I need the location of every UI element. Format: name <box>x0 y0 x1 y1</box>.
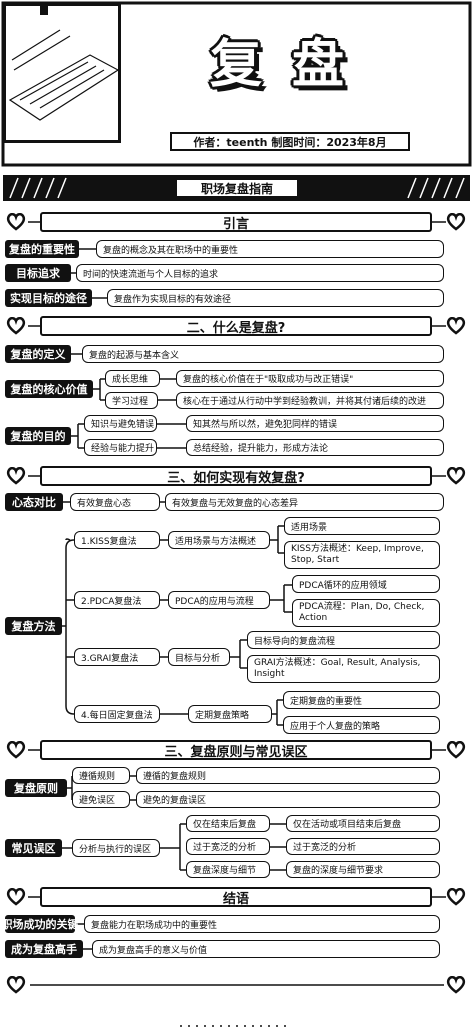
author-line: 作者：teenth 制图时间：2023年8月 <box>170 132 410 151</box>
conclusion-master-text: 成为复盘高手的意义与价值 <box>92 940 440 958</box>
principle-key: 遵循规则 <box>72 767 130 784</box>
principles-label: 复盘原则 <box>5 779 67 797</box>
core-item-key: 成长思维 <box>105 370 160 387</box>
core-item-key: 学习过程 <box>105 392 158 409</box>
conclusion-key-text: 复盘能力在职场成功中的重要性 <box>84 915 440 933</box>
mindset-label: 心态对比 <box>5 493 63 511</box>
section-conclusion: 结语 <box>40 887 432 907</box>
mistake-key: 仅在结束后复盘 <box>186 815 270 832</box>
principle-value: 遵循的复盘规则 <box>136 767 440 784</box>
core-item-value: 复盘的核心价值在于"吸取成功与改正错误" <box>176 370 444 387</box>
mistake-value: 复盘的深度与细节要求 <box>286 861 440 878</box>
definition-label: 复盘的定义 <box>5 345 71 363</box>
mistakes-label: 常见误区 <box>5 839 62 857</box>
method-name: 2.PDCA复盘法 <box>74 591 160 609</box>
conclusion-key-label: 职场成功的关键 <box>2 915 79 933</box>
core-value-label: 复盘的核心价值 <box>5 380 93 398</box>
heart-icon <box>6 467 26 485</box>
method-name: 1.KISS复盘法 <box>74 531 160 549</box>
heart-icon <box>6 213 26 231</box>
mistakes-text: 分析与执行的误区 <box>72 839 160 857</box>
method-mid: 适用场景与方法概述 <box>168 531 270 549</box>
definition-text: 复盘的起源与基本含义 <box>82 345 444 363</box>
method-leaf: 应用于个人复盘的策略 <box>283 716 440 734</box>
intro-importance-label: 复盘的重要性 <box>5 240 79 258</box>
method-mid: 目标与分析 <box>168 648 230 666</box>
heart-icon <box>6 888 26 906</box>
heart-icon <box>6 741 26 759</box>
intro-path-label: 实现目标的途径 <box>5 289 92 307</box>
heart-icon <box>6 976 26 994</box>
heart-icon <box>446 467 466 485</box>
conclusion-master-label: 成为复盘高手 <box>5 940 83 958</box>
section-what: 二、什么是复盘? <box>40 316 432 336</box>
method-mid: PDCA的应用与流程 <box>168 591 270 609</box>
method-name: 3.GRAI复盘法 <box>74 648 160 666</box>
methods-label: 复盘方法 <box>5 617 62 635</box>
intro-goal-label: 目标追求 <box>5 264 71 282</box>
purpose-item-key: 经验与能力提升 <box>84 439 157 456</box>
page-title: 复 盘 <box>209 35 351 95</box>
heart-icon <box>446 741 466 759</box>
method-name: 4.每日固定复盘法 <box>74 705 160 723</box>
section-principles: 三、复盘原则与常见误区 <box>40 740 432 760</box>
method-mid: 定期复盘策略 <box>188 705 272 723</box>
core-item-value: 核心在于通过从行动中学到经验教训，并将其付诸后续的改进 <box>176 392 444 409</box>
mistake-key: 过于宽泛的分析 <box>186 838 270 855</box>
intro-goal-text: 时间的快速流逝与个人目标的追求 <box>76 264 444 282</box>
principle-value: 避免的复盘误区 <box>136 791 440 808</box>
mindset-text: 有效复盘心态 <box>70 493 160 511</box>
principle-key: 避免误区 <box>72 791 130 808</box>
heart-icon <box>446 976 466 994</box>
intro-path-text: 复盘作为实现目标的有效途径 <box>107 289 444 307</box>
section-how: 三、如何实现有效复盘? <box>40 466 432 486</box>
mindset-detail: 有效复盘与无效复盘的心态差异 <box>165 493 444 511</box>
method-leaf: KISS方法概述：Keep, Improve, Stop, Start <box>284 541 440 569</box>
mistake-value: 仅在活动或项目结束后复盘 <box>286 815 440 832</box>
method-leaf: 适用场景 <box>284 517 440 535</box>
purpose-item-value: 知其然与所以然，避免犯同样的错误 <box>186 415 444 432</box>
heart-icon <box>446 213 466 231</box>
mistake-value: 过于宽泛的分析 <box>286 838 440 855</box>
method-leaf: PDCA循环的应用领域 <box>292 575 440 593</box>
heart-icon <box>446 888 466 906</box>
heart-icon <box>446 317 466 335</box>
banner-title: 职场复盘指南 <box>175 178 299 198</box>
section-intro: 引言 <box>40 212 432 232</box>
method-leaf: 目标导向的复盘流程 <box>247 631 440 649</box>
method-leaf: GRAI方法概述：Goal, Result, Analysis, Insight <box>247 655 440 683</box>
heart-icon <box>6 317 26 335</box>
method-leaf: 定期复盘的重要性 <box>283 691 440 709</box>
purpose-item-key: 知识与避免错误 <box>84 415 157 432</box>
intro-importance-text: 复盘的概念及其在职场中的重要性 <box>96 240 444 258</box>
purpose-label: 复盘的目的 <box>5 427 71 445</box>
mistake-key: 复盘深度与细节 <box>186 861 270 878</box>
purpose-item-value: 总结经验，提升能力，形成方法论 <box>186 439 444 456</box>
method-leaf: PDCA流程：Plan, Do, Check, Action <box>292 599 440 627</box>
